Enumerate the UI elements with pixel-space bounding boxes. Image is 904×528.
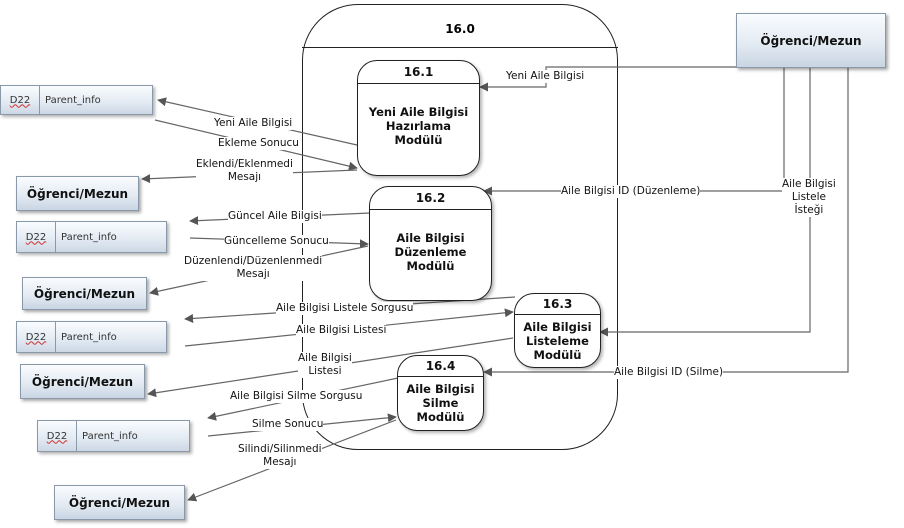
flow-label-yeni-aile-store: Yeni Aile Bilgisi (214, 117, 293, 130)
external-entity-1: Öğrenci/Mezun (16, 176, 139, 211)
data-store-name: Parent_info (82, 430, 138, 442)
process-id: 16.2 (370, 187, 491, 210)
external-entity-2: Öğrenci/Mezun (22, 277, 147, 310)
flow-label-yeni-aile-in: Yeni Aile Bilgisi (506, 70, 585, 83)
flow-label-listele-sorgusu: Aile Bilgisi Listele Sorgusu (276, 302, 414, 315)
flow-id-duzenleme (483, 67, 785, 196)
flow-label-silme-sonucu: Silme Sonucu (252, 418, 324, 431)
flow-label-id-duzenleme: Aile Bilgisi ID (Düzenleme) (561, 185, 701, 198)
flow-id-silme (483, 67, 849, 377)
flow-listele-istegi (599, 67, 811, 337)
flow-label-ekleme-sonucu: Ekleme Sonucu (218, 137, 299, 150)
data-store-name: Parent_info (45, 94, 101, 106)
flow-label-listele-istegi: Aile Bilgisi Listele İsteği (782, 178, 836, 217)
data-store-4: D22 Parent_info (37, 420, 190, 452)
flow-label-guncel: Güncel Aile Bilgisi (228, 210, 322, 223)
external-entity-top-right: Öğrenci/Mezun (736, 13, 886, 68)
process-id: 16.4 (398, 356, 483, 377)
data-store-id: D22 (1, 86, 40, 114)
process-id: 16.3 (515, 294, 600, 315)
process-id: 16.1 (358, 61, 479, 84)
flow-label-silme-sorgusu: Aile Bilgisi Silme Sorgusu (230, 390, 363, 403)
data-store-id: D22 (17, 222, 56, 252)
external-entity-4: Öğrenci/Mezun (54, 485, 185, 520)
data-store-name: Parent_info (61, 231, 117, 243)
flow-label-id-silme: Aile Bilgisi ID (Silme) (614, 366, 724, 379)
external-entity-3: Öğrenci/Mezun (20, 364, 145, 399)
outer-process-id: 16.0 (445, 22, 475, 36)
data-store-3: D22 Parent_info (16, 321, 167, 353)
flow-label-guncelleme-sonucu: Güncelleme Sonucu (224, 235, 329, 248)
outer-process-divider (302, 47, 618, 48)
data-store-id: D22 (17, 322, 56, 352)
data-store-1: D22 Parent_info (0, 85, 153, 115)
data-store-2: D22 Parent_info (16, 221, 167, 253)
data-store-id: D22 (38, 421, 77, 451)
flow-label-listesi-store: Aile Bilgisi Listesi (296, 324, 387, 337)
data-store-name: Parent_info (61, 331, 117, 343)
